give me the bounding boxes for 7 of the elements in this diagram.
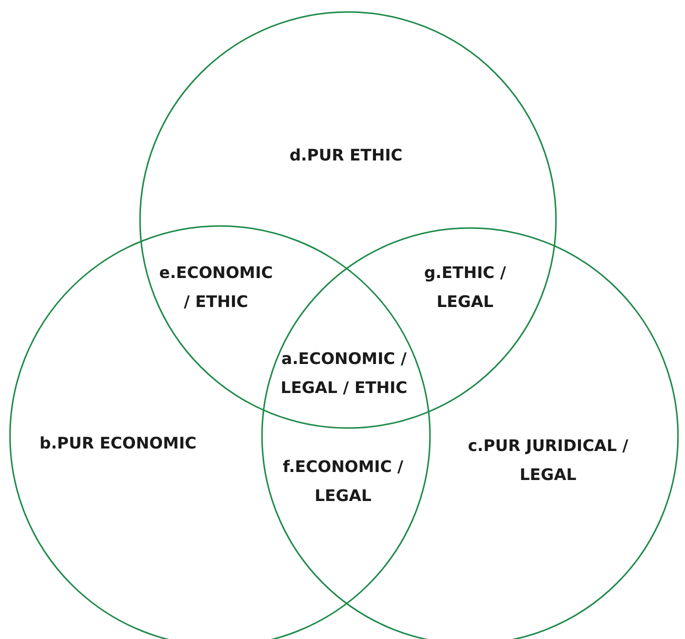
region-label: c.PUR JURIDICAL / LEGAL <box>466 435 630 486</box>
region-label: a.ECONOMIC / LEGAL / ETHIC <box>280 348 408 399</box>
region-label: f.ECONOMIC / LEGAL <box>282 456 404 507</box>
region-label: g.ETHIC / LEGAL <box>423 262 507 313</box>
region-label: d.PUR ETHIC <box>289 144 403 166</box>
region-label: e.ECONOMIC / ETHIC <box>158 262 274 313</box>
region-label: b.PUR ECONOMIC <box>39 432 197 454</box>
